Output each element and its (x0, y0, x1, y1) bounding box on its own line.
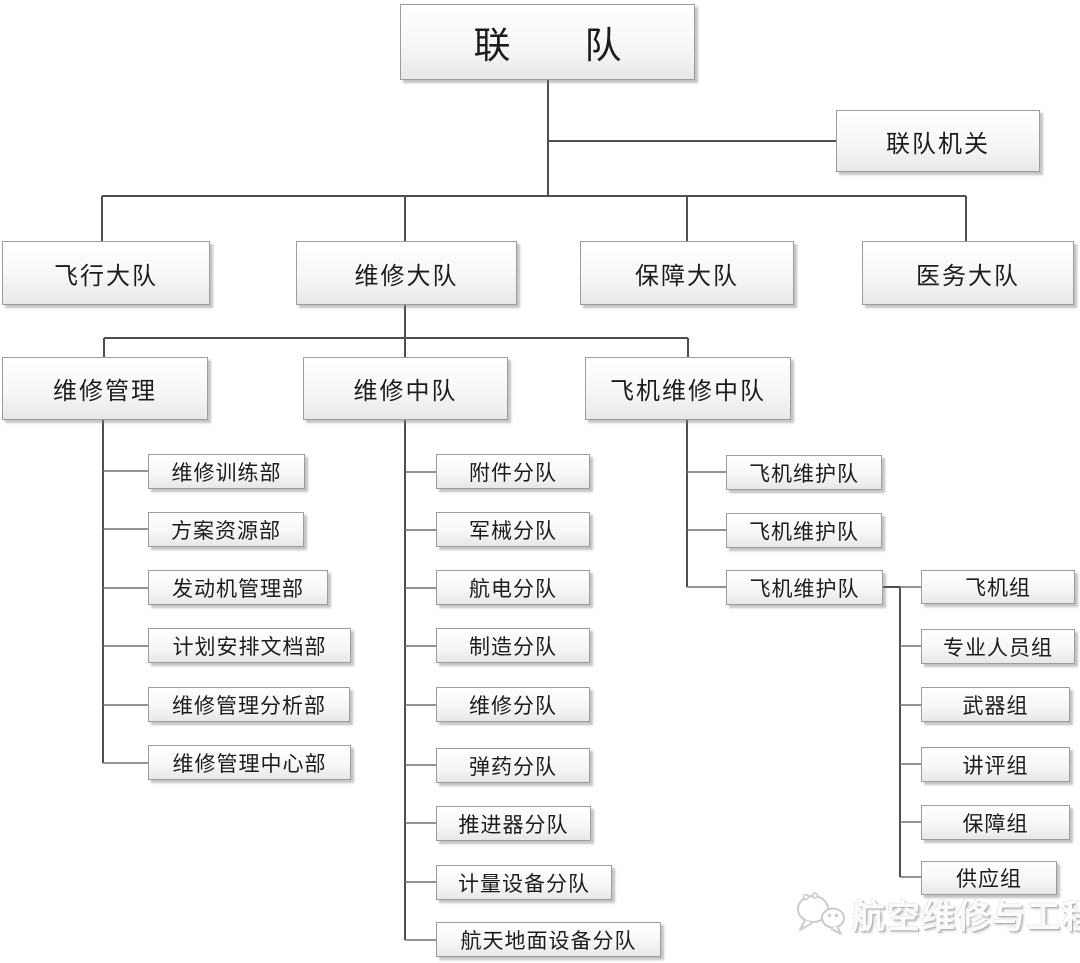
org-node-group: 专业人员组 (921, 629, 1075, 664)
org-node-group: 保障组 (921, 805, 1070, 840)
node-maintenance-management: 维修管理 (2, 357, 208, 420)
org-node-group: 讲评组 (921, 747, 1070, 782)
node-medical-group: 医务大队 (862, 241, 1074, 305)
wechat-icon (797, 892, 845, 935)
watermark-text: 航空维修与工程 (852, 898, 1080, 935)
org-node-aircraft-team: 飞机维护队 (726, 570, 883, 605)
org-node-unit: 军械分队 (436, 512, 590, 547)
org-node-department: 方案资源部 (148, 512, 304, 547)
node-united-wing: 联 队 (400, 4, 695, 80)
node-wing-headquarters: 联队机关 (836, 110, 1040, 172)
node-aircraft-maintenance-squadron: 飞机维修中队 (585, 357, 791, 420)
org-node-group: 飞机组 (921, 570, 1075, 604)
node-flying-group: 飞行大队 (2, 241, 210, 305)
org-node-unit: 附件分队 (436, 454, 590, 489)
node-maintenance-squadron: 维修中队 (303, 357, 508, 420)
org-node-group: 供应组 (921, 861, 1057, 895)
org-node-department: 维修管理中心部 (148, 745, 351, 780)
org-node-unit: 航电分队 (436, 570, 590, 605)
watermark: 航空维修与工程 (793, 890, 1080, 938)
org-node-department: 发动机管理部 (148, 570, 328, 605)
node-maintenance-group: 维修大队 (296, 241, 517, 305)
org-node-unit: 推进器分队 (436, 806, 591, 841)
org-node-department: 维修训练部 (148, 454, 305, 489)
node-support-group: 保障大队 (580, 241, 794, 305)
org-node-aircraft-team: 飞机维护队 (726, 513, 882, 548)
org-node-department: 计划安排文档部 (148, 628, 351, 663)
org-node-unit: 制造分队 (436, 628, 590, 663)
org-node-aircraft-team: 飞机维护队 (726, 455, 882, 490)
org-node-unit: 弹药分队 (436, 748, 590, 783)
org-node-unit: 航天地面设备分队 (436, 922, 661, 957)
org-node-unit: 计量设备分队 (436, 865, 612, 900)
org-node-unit: 维修分队 (436, 687, 590, 722)
org-node-group: 武器组 (921, 687, 1070, 722)
org-node-department: 维修管理分析部 (148, 687, 350, 722)
